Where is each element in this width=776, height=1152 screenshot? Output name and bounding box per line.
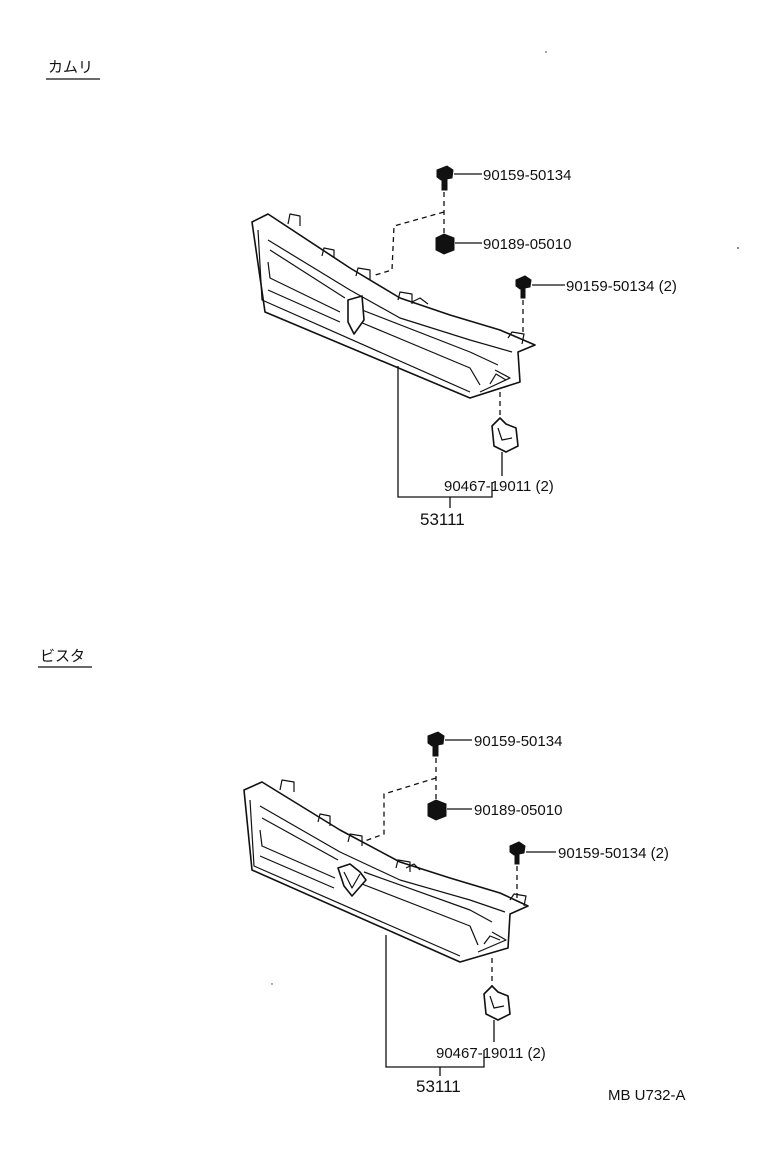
clip-icon <box>483 985 511 1021</box>
label-bolt-top: 90159-50134 <box>483 167 571 184</box>
label-grille: 53111 <box>416 1077 461 1096</box>
nut-icon <box>427 799 447 821</box>
nut-icon <box>435 233 455 255</box>
label-nut: 90189-05010 <box>483 236 571 253</box>
bolt-side-icon <box>515 275 532 299</box>
label-grille: 53111 <box>420 510 465 529</box>
radiator-grille <box>243 779 529 963</box>
section-title-vista: ビスタ <box>40 647 85 665</box>
label-bolt-side: 90159-50134 (2) <box>566 278 677 295</box>
label-bolt-top: 90159-50134 <box>474 733 562 750</box>
section-camry: カムリ 901 <box>46 58 677 529</box>
bolt-side-icon <box>509 841 526 865</box>
label-clip: 90467-19011 (2) <box>436 1045 546 1062</box>
bolt-top-icon <box>427 731 445 757</box>
section-title-camry: カムリ <box>48 58 93 76</box>
label-clip: 90467-19011 (2) <box>444 478 554 495</box>
bolt-top-icon <box>436 165 454 191</box>
label-bolt-side: 90159-50134 (2) <box>558 845 669 862</box>
radiator-grille <box>251 213 536 399</box>
reference-code: MB U732-A <box>608 1087 686 1104</box>
clip-icon <box>491 417 519 453</box>
section-vista: ビスタ <box>38 647 669 1096</box>
label-nut: 90189-05010 <box>474 802 562 819</box>
